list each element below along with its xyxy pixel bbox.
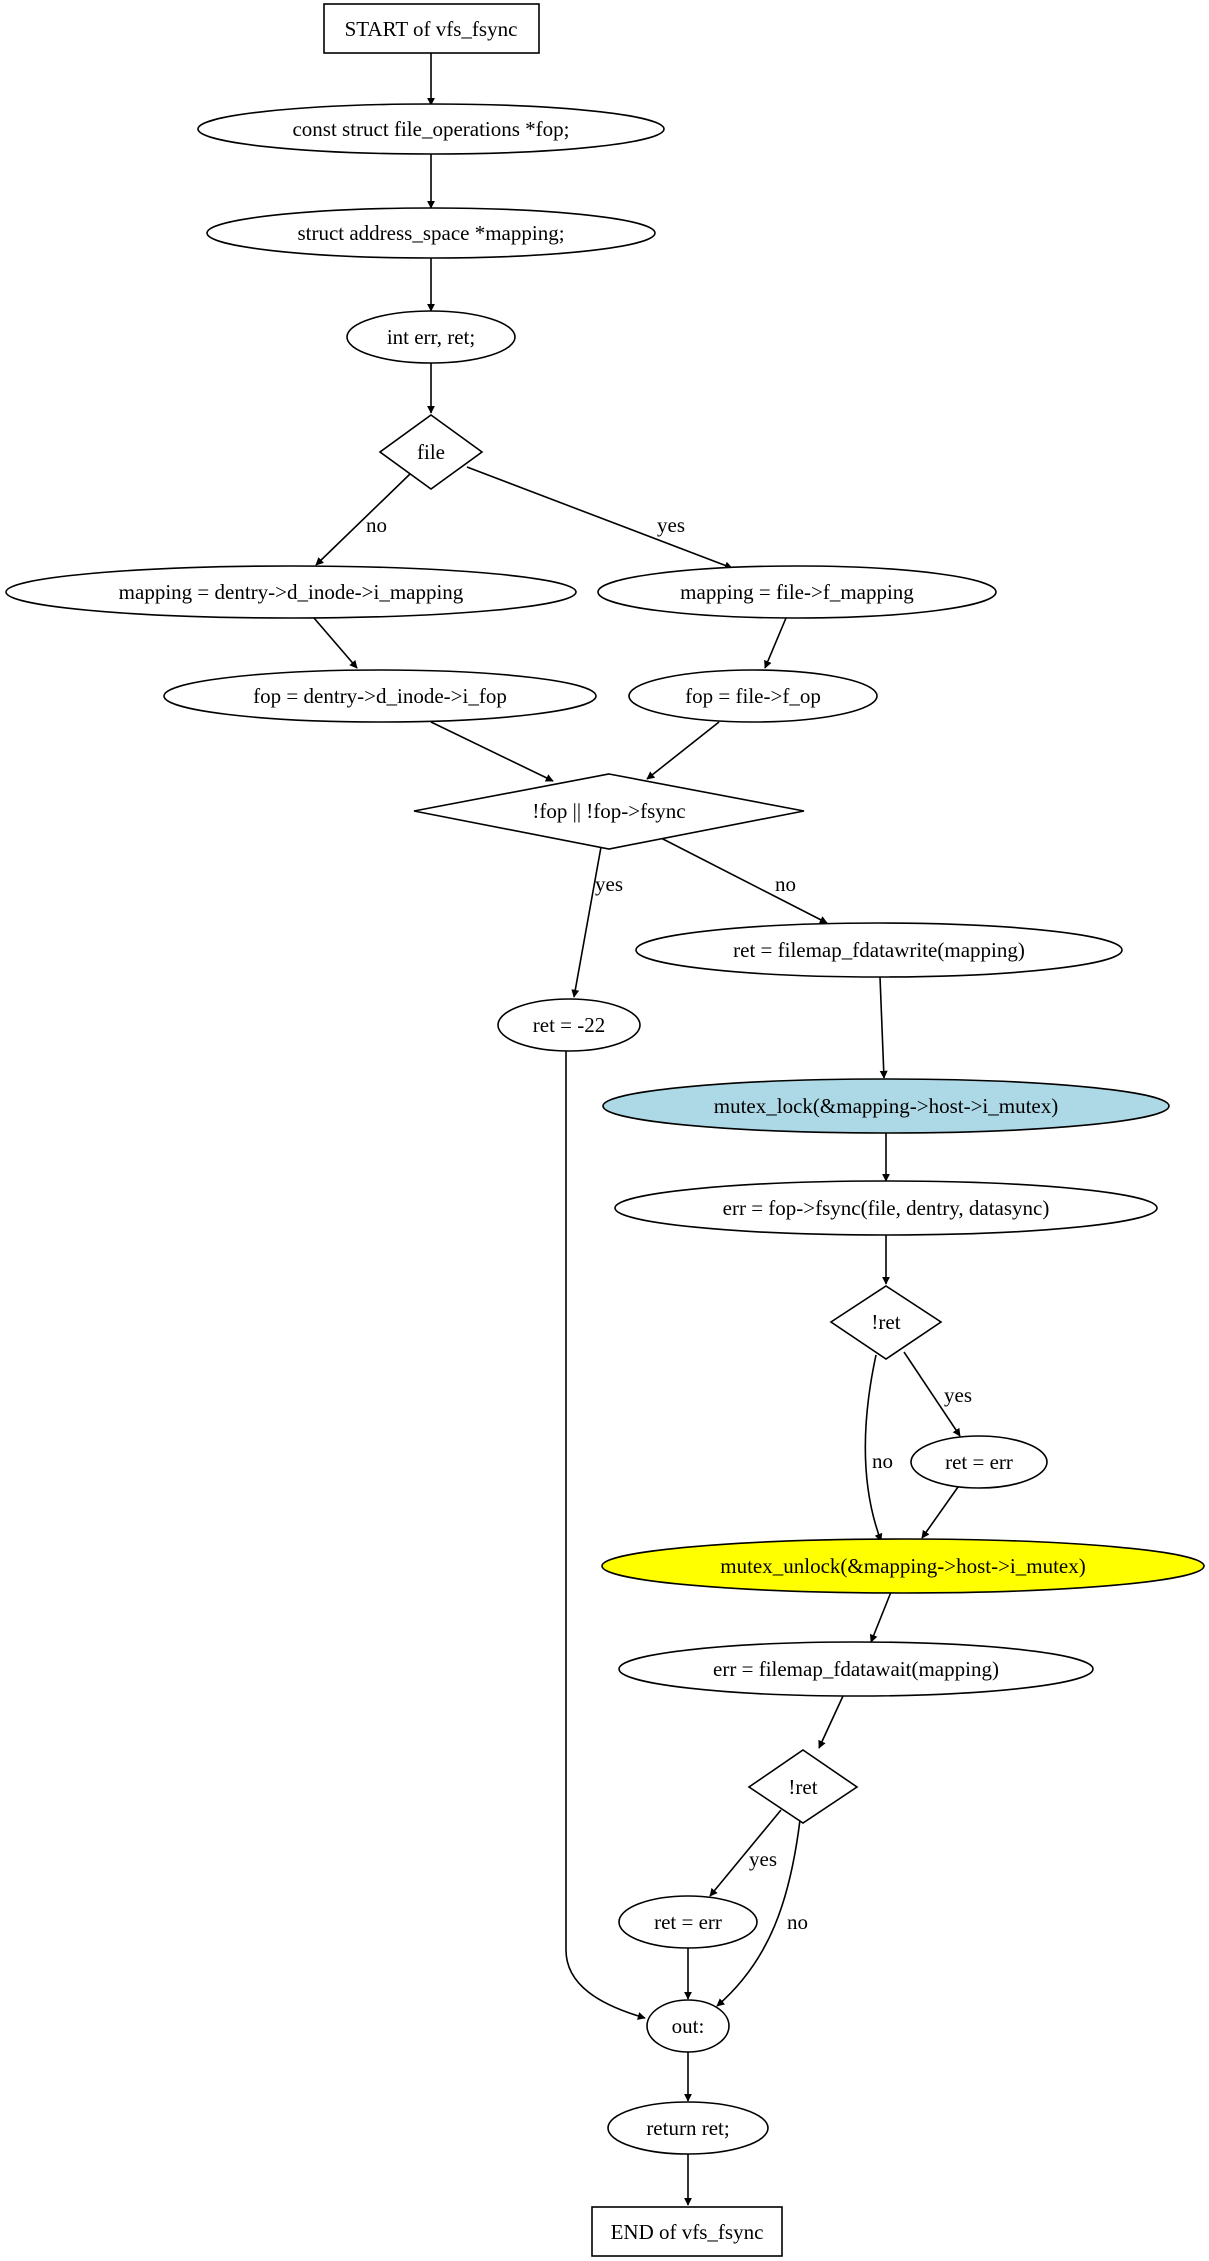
fdatawrite-node-label: ret = filemap_fdatawrite(mapping) [733,938,1025,962]
edge-label-file-yes: yes [657,513,685,537]
edge-label-fop-no: no [775,872,796,896]
ret-einval-node: ret = -22 [497,998,641,1052]
edge-label-ret2-yes: yes [749,1847,777,1871]
mapping-dentry-node-label: mapping = dentry->d_inode->i_mapping [119,580,464,604]
cond-ret1-node-label: !ret [871,1310,900,1334]
edge-fdatawait-to-cond-ret2 [818,1695,844,1749]
fdatawait-node-label: err = filemap_fdatawait(mapping) [713,1657,999,1681]
decl-mapping-node-label: struct address_space *mapping; [297,221,564,245]
edge-file-yes [466,466,733,570]
edge-labels: no yes yes no yes no yes no [366,513,972,1934]
edge-label-fop-yes: yes [595,872,623,896]
edges [313,53,961,2206]
cond-ret2-node: !ret [747,1749,859,1824]
edge-mapping-file-to-fop-file [764,617,787,669]
decl-err-node: int err, ret; [346,310,516,364]
edge-ret1-yes [903,1351,961,1437]
cond-file-node: file [378,414,484,490]
edge-ret1-no [864,1354,883,1542]
edge-label-file-no: no [366,513,387,537]
out-node: out: [646,1999,730,2053]
fop-dentry-node-label: fop = dentry->d_inode->i_fop [253,684,507,708]
ret-err1-node-label: ret = err [945,1450,1013,1474]
nodes: START of vfs_fsync const struct file_ope… [5,3,1205,2257]
decl-fop-node: const struct file_operations *fop; [197,103,665,155]
out-node-label: out: [672,2014,705,2038]
decl-fop-node-label: const struct file_operations *fop; [292,117,569,141]
mutex-unlock-node-label: mutex_unlock(&mapping->host->i_mutex) [720,1554,1085,1578]
cond-ret1-node: !ret [829,1285,943,1360]
cond-file-node-label: file [417,440,445,464]
mapping-file-node-label: mapping = file->f_mapping [680,580,914,604]
ret-einval-node-label: ret = -22 [533,1013,606,1037]
ret-err2-node-label: ret = err [654,1910,722,1934]
mutex-unlock-node: mutex_unlock(&mapping->host->i_mutex) [601,1538,1205,1594]
ret-err1-node: ret = err [910,1435,1048,1489]
edge-ret2-no [716,1819,801,2007]
edge-label-ret2-no: no [787,1910,808,1934]
edge-file-no [315,473,411,566]
cond-fop-node-label: !fop || !fop->fsync [532,799,685,823]
mutex-lock-node-label: mutex_lock(&mapping->host->i_mutex) [714,1094,1058,1118]
mapping-file-node: mapping = file->f_mapping [597,565,997,619]
ret-err2-node: ret = err [618,1895,758,1949]
start-node: START of vfs_fsync [323,3,540,54]
fop-dentry-node: fop = dentry->d_inode->i_fop [163,669,597,723]
edge-mutex-unlock-to-fdatawait [869,1591,892,1643]
edge-fop-dentry-to-cond-fop [430,721,554,782]
fsync-call-node-label: err = fop->fsync(file, dentry, datasync) [723,1196,1050,1220]
edge-fdatawrite-to-mutex-lock [879,976,888,1079]
edge-ret2-yes [709,1809,782,1897]
edge-ret-err1-to-mutex-unlock [921,1486,959,1539]
fop-file-node-label: fop = file->f_op [685,684,821,708]
edge-fop-no [660,837,828,924]
fop-file-node: fop = file->f_op [628,669,878,723]
mutex-lock-node: mutex_lock(&mapping->host->i_mutex) [602,1078,1170,1134]
end-node-label: END of vfs_fsync [611,2220,764,2244]
return-node: return ret; [607,2101,769,2155]
edge-fop-yes [571,846,602,998]
decl-err-node-label: int err, ret; [387,325,475,349]
edge-ret-einval-to-out [565,1051,646,2020]
end-node: END of vfs_fsync [591,2206,783,2257]
fdatawrite-node: ret = filemap_fdatawrite(mapping) [635,922,1123,978]
decl-mapping-node: struct address_space *mapping; [206,207,656,259]
edge-fop-file-to-cond-fop [646,721,720,780]
return-node-label: return ret; [646,2116,729,2140]
cond-ret2-node-label: !ret [788,1775,817,1799]
edge-mapping-dentry-to-fop-dentry [313,617,358,669]
fdatawait-node: err = filemap_fdatawait(mapping) [618,1641,1094,1697]
mapping-dentry-node: mapping = dentry->d_inode->i_mapping [5,565,577,619]
fsync-call-node: err = fop->fsync(file, dentry, datasync) [614,1180,1158,1236]
start-node-label: START of vfs_fsync [345,17,518,41]
edge-label-ret1-yes: yes [944,1383,972,1407]
edge-label-ret1-no: no [872,1449,893,1473]
cond-fop-node: !fop || !fop->fsync [413,773,805,850]
